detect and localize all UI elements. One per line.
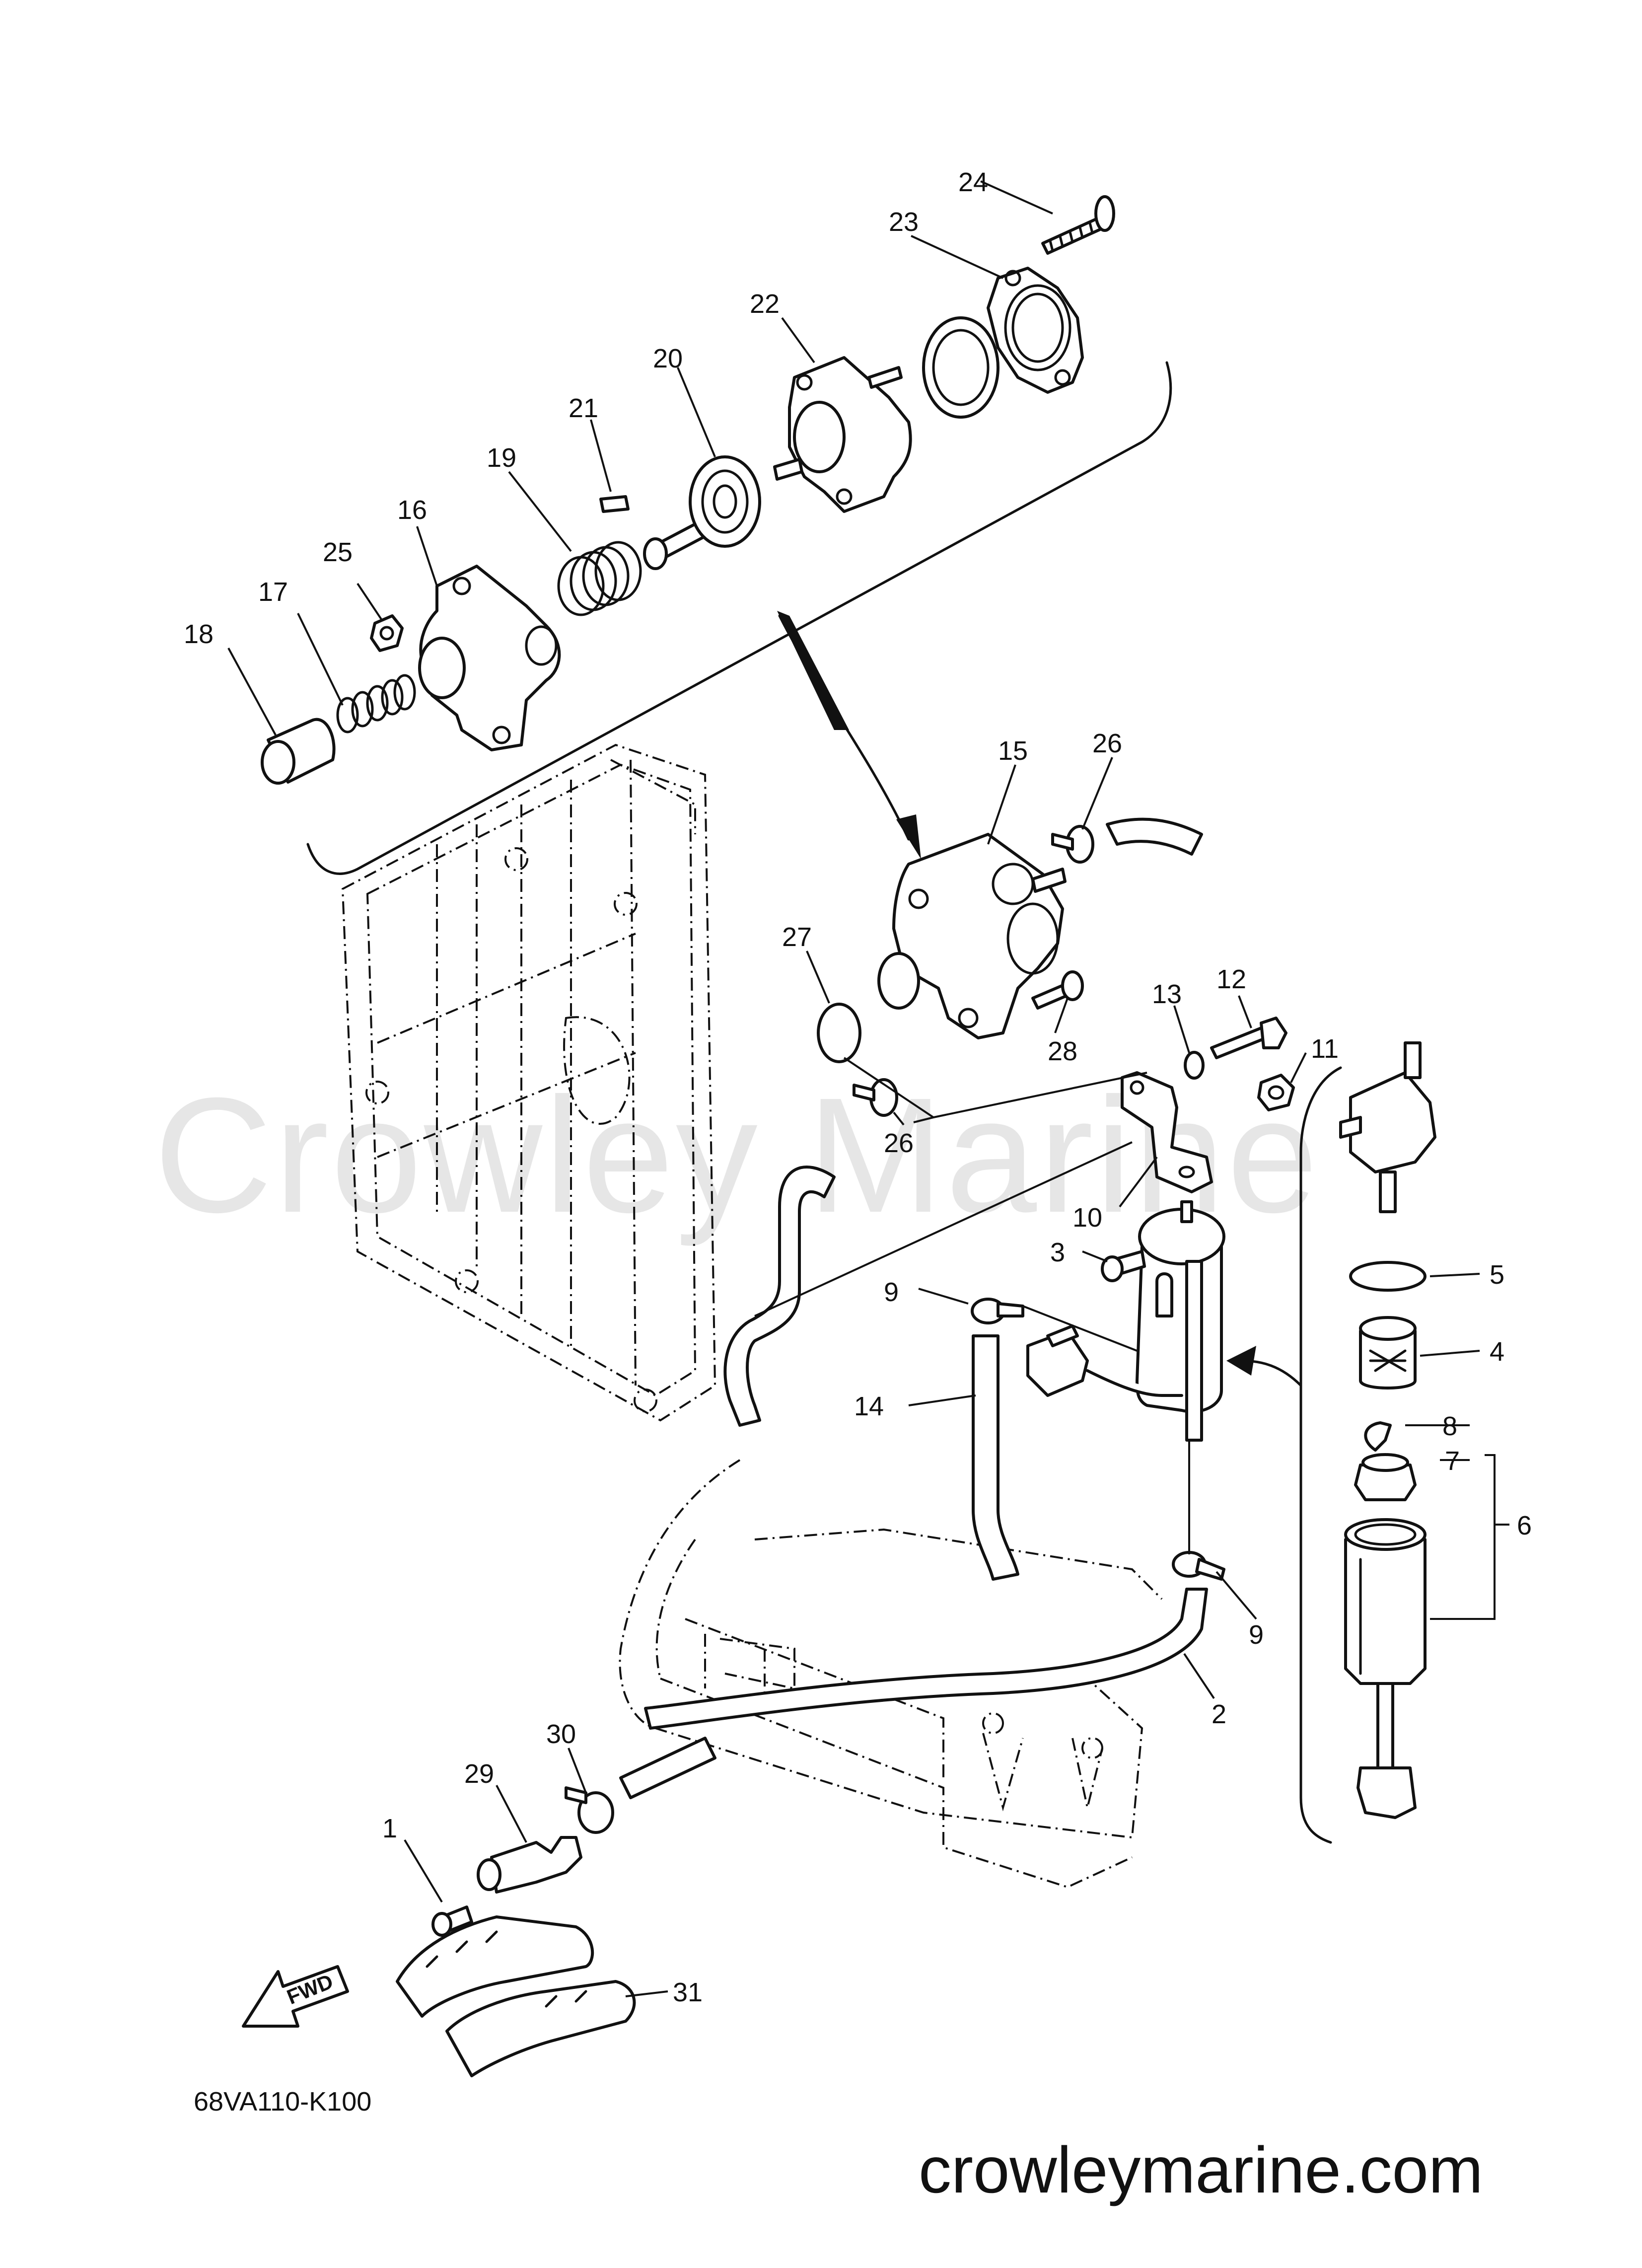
part-1-bolt <box>431 1905 473 1937</box>
callout-10: 10 <box>1072 1203 1102 1233</box>
callout-31: 31 <box>673 1977 703 2007</box>
part-30-clip <box>565 1786 614 1834</box>
part-20-diaphragm <box>643 455 761 570</box>
callout-25: 25 <box>323 537 353 567</box>
callout-12: 12 <box>1216 964 1246 994</box>
callout-28: 28 <box>1048 1036 1077 1066</box>
fwd-arrow: FWD <box>242 1965 349 2028</box>
part-22-pump-cover <box>773 356 912 513</box>
part-9-clip-upper <box>971 1298 1024 1324</box>
part-9-clip-lower <box>1172 1551 1225 1581</box>
callout-4: 4 <box>1490 1337 1504 1367</box>
callout-16: 16 <box>397 495 427 525</box>
diaphragm-disc <box>922 316 999 419</box>
inlet-hose <box>619 1737 716 1799</box>
part-31-cover <box>396 1915 636 2077</box>
part-13-washer <box>1184 1051 1205 1080</box>
part-15-fuel-pump <box>877 833 1067 1039</box>
leader-lines <box>227 180 1509 1997</box>
callout-20: 20 <box>653 344 683 373</box>
callout-27: 27 <box>782 922 812 952</box>
part-8-clip <box>1364 1421 1392 1452</box>
callout-labels: 1 2 3 4 5 6 7 8 9 9 10 11 12 13 14 15 16… <box>184 167 1532 2007</box>
filter-head <box>1339 1041 1436 1213</box>
part-27-o-ring <box>817 1003 861 1063</box>
detail-bracket <box>306 361 1172 875</box>
part-2-hose <box>644 1588 1208 1730</box>
part-16-pump-body <box>418 565 561 751</box>
callout-17: 17 <box>258 577 288 607</box>
callout-1: 1 <box>382 1814 397 1843</box>
part-12-bolt <box>1210 1017 1287 1059</box>
callout-30: 30 <box>546 1719 576 1749</box>
filter-detail-bracket <box>1299 1066 1342 1844</box>
callout-14: 14 <box>854 1391 884 1421</box>
callout-7: 7 <box>1445 1446 1460 1476</box>
detail-wedge <box>777 611 849 730</box>
sensor-connector <box>1026 1324 1183 1397</box>
part-7-nut <box>1354 1453 1417 1501</box>
part-10-bracket <box>1121 1071 1213 1193</box>
callout-18: 18 <box>184 619 214 649</box>
callout-19: 19 <box>487 443 516 473</box>
part-21-pin <box>599 495 630 513</box>
diagram-code: 68VA110-K100 <box>194 2087 371 2117</box>
callout-9-lower: 9 <box>1249 1620 1264 1650</box>
callout-9-upper: 9 <box>884 1277 899 1307</box>
part-3-fuel-filter-assembly <box>1101 1200 1225 1442</box>
callout-13: 13 <box>1152 979 1182 1009</box>
callout-11: 11 <box>1311 1034 1339 1064</box>
filter-detail-arrowhead <box>1226 1346 1256 1376</box>
callout-26-lower: 26 <box>884 1128 914 1158</box>
part-29-joint <box>477 1836 582 1894</box>
callout-22: 22 <box>750 289 780 319</box>
hose-pump-to-filter <box>723 1166 836 1427</box>
part-24-screw <box>1041 195 1115 255</box>
part-26-clip-upper <box>1051 825 1094 864</box>
website-footer: crowleymarine.com <box>919 2133 1483 2206</box>
engine-block-outline <box>341 743 716 1422</box>
callout-26-upper: 26 <box>1092 729 1122 758</box>
detail-arrowhead <box>896 814 921 859</box>
part-17-spring <box>336 674 416 733</box>
callout-3: 3 <box>1050 1238 1065 1267</box>
callout-21: 21 <box>569 393 598 423</box>
callout-29: 29 <box>464 1759 494 1789</box>
part-28-bolt <box>1031 970 1084 1010</box>
callout-24: 24 <box>958 167 988 197</box>
callout-23: 23 <box>889 207 919 237</box>
part-23-cover-plate <box>987 267 1084 394</box>
part-6-filter-cup <box>1344 1518 1427 1819</box>
part-14-hose <box>972 1334 1019 1581</box>
part-19-spring <box>557 541 642 616</box>
callout-6: 6 <box>1517 1511 1532 1540</box>
callout-15: 15 <box>998 736 1028 766</box>
part-11-nut <box>1257 1074 1295 1111</box>
part-25-nut <box>370 614 404 652</box>
part-5-o-ring <box>1349 1261 1427 1292</box>
part-18-cap <box>261 718 336 785</box>
callout-2: 2 <box>1212 1699 1226 1729</box>
hose-upper <box>1106 817 1203 856</box>
part-4-strainer <box>1359 1316 1417 1390</box>
callout-8: 8 <box>1442 1411 1457 1441</box>
bottom-cowling-outline <box>619 1459 1163 1889</box>
callout-5: 5 <box>1490 1260 1504 1290</box>
